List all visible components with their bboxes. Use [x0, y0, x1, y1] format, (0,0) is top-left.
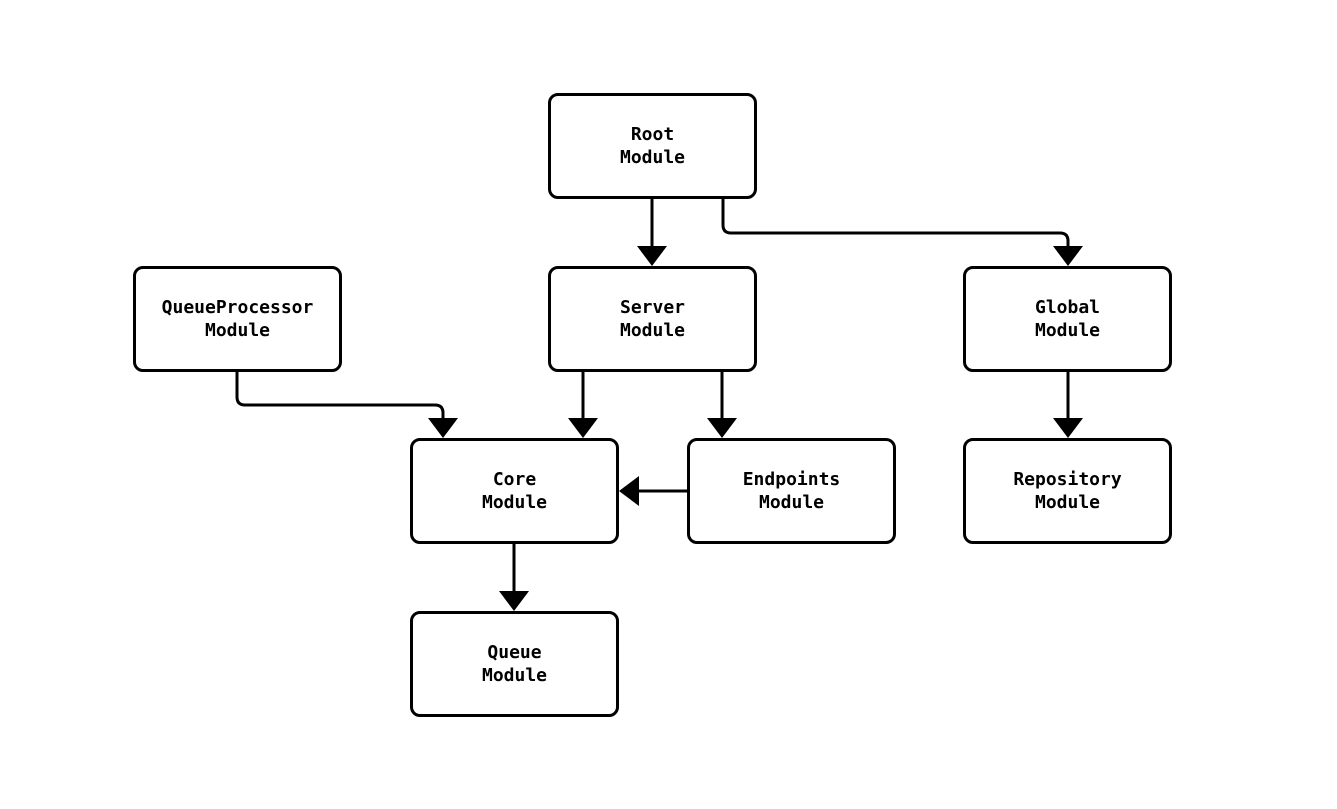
node-label-line1: Core: [492, 469, 537, 490]
node-queueprocessor-module: QueueProcessor Module: [133, 266, 342, 372]
node-label-line1: Endpoints: [742, 469, 841, 490]
node-label-line2: Module: [481, 492, 548, 513]
edge-global-repository: [1053, 372, 1083, 438]
edge-server-endpoints: [707, 372, 737, 438]
node-label-line2: Module: [481, 665, 548, 686]
node-label-line2: Module: [1034, 320, 1101, 341]
node-endpoints-module: Endpoints Module: [687, 438, 896, 544]
node-label-line2: Module: [1034, 492, 1101, 513]
node-label-line2: Module: [619, 147, 686, 168]
node-root-module: Root Module: [548, 93, 757, 199]
node-global-module: Global Module: [963, 266, 1172, 372]
node-label-line2: Module: [758, 492, 825, 513]
node-repository-module: Repository Module: [963, 438, 1172, 544]
node-label-line1: Global: [1034, 297, 1101, 318]
node-core-module: Core Module: [410, 438, 619, 544]
edge-core-queue: [499, 543, 529, 611]
node-label-line2: Module: [204, 320, 271, 341]
node-label-line1: Repository: [1013, 469, 1122, 490]
edge-root-server: [637, 198, 667, 266]
edge-root-global: [721, 198, 1083, 266]
node-label-line1: Root: [630, 124, 675, 145]
node-label-line2: Module: [619, 320, 686, 341]
node-label-line1: QueueProcessor: [161, 297, 314, 318]
edge-queueprocessor-core: [235, 371, 458, 438]
edge-server-core: [568, 372, 598, 438]
node-server-module: Server Module: [548, 266, 757, 372]
node-label-line1: Server: [619, 297, 686, 318]
node-queue-module: Queue Module: [410, 611, 619, 717]
node-label-line1: Queue: [487, 642, 542, 663]
edge-endpoints-core: [619, 476, 687, 506]
